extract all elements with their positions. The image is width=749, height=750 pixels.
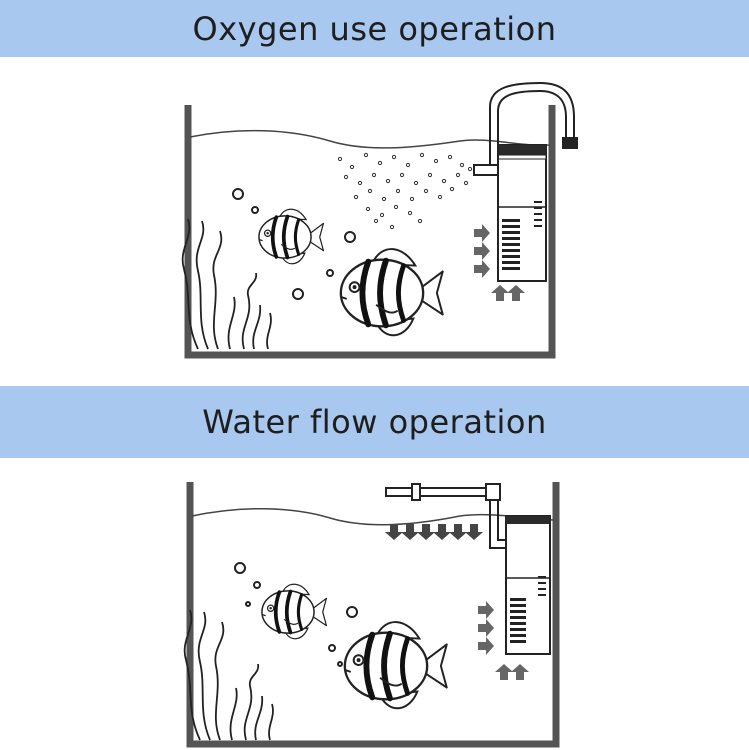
fish-icon xyxy=(257,207,326,266)
fish-icon xyxy=(345,622,447,708)
seaweed-icon xyxy=(183,609,274,741)
aquarium-water-flow-diagram xyxy=(183,482,560,748)
fish-icon xyxy=(260,582,329,641)
air-spray-icon xyxy=(337,152,473,230)
tank-wall xyxy=(186,482,560,748)
water-surface xyxy=(189,129,551,149)
arrow-icon xyxy=(385,524,483,540)
section-title-oxygen: Oxygen use operation xyxy=(192,9,557,48)
section-banner-water-flow: Water flow operation xyxy=(0,386,749,458)
water-surface xyxy=(191,508,555,526)
seaweed-icon xyxy=(181,218,272,350)
tank-wall xyxy=(184,105,556,359)
section-title-water-flow: Water flow operation xyxy=(202,403,547,441)
bubble-icon xyxy=(234,562,358,667)
filter-icon xyxy=(473,81,578,282)
fish-icon xyxy=(341,249,443,335)
filter-icon xyxy=(385,483,551,655)
aquarium-oxygen-diagram xyxy=(181,81,578,359)
section-banner-oxygen: Oxygen use operation xyxy=(0,0,749,57)
